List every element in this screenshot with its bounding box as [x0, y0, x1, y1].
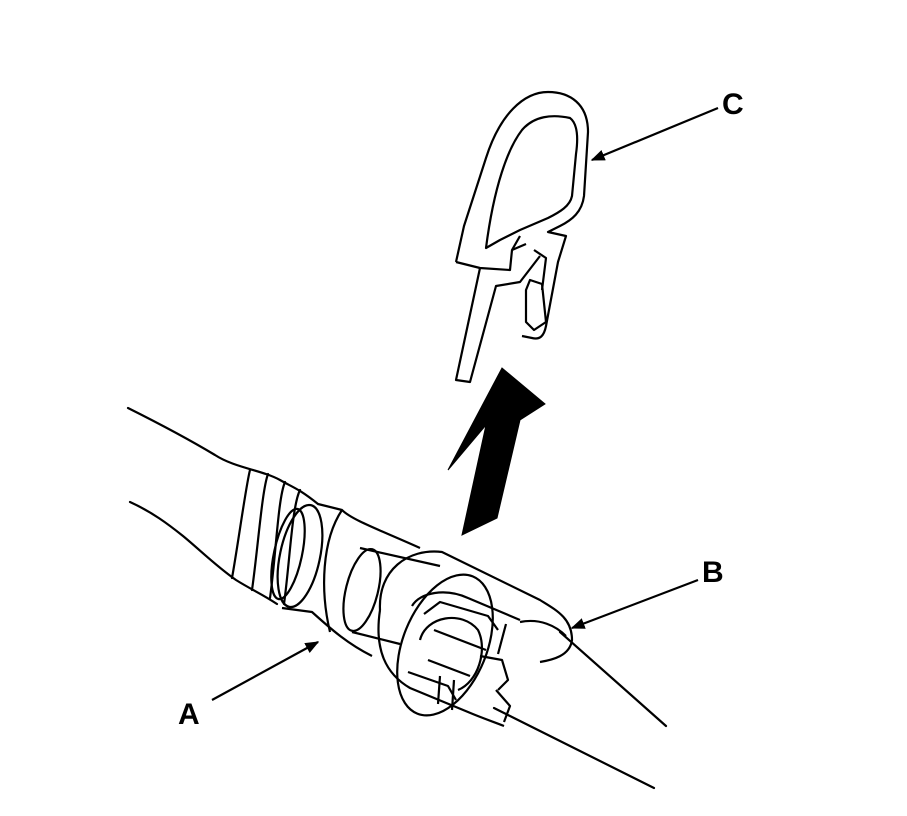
leader-arrow-b [570, 578, 699, 630]
leader-arrow-a [211, 641, 320, 701]
label-c: C [722, 88, 744, 121]
removal-arrow [447, 367, 546, 536]
connector-housing [377, 550, 574, 728]
hose-a [126, 406, 320, 606]
label-b: B [702, 556, 724, 589]
retainer-clip [454, 90, 590, 384]
leader-arrow-c [590, 106, 719, 162]
connector-body [342, 546, 441, 646]
label-a: A [178, 698, 200, 731]
pipe-b [492, 630, 668, 790]
tube-end [270, 502, 421, 657]
